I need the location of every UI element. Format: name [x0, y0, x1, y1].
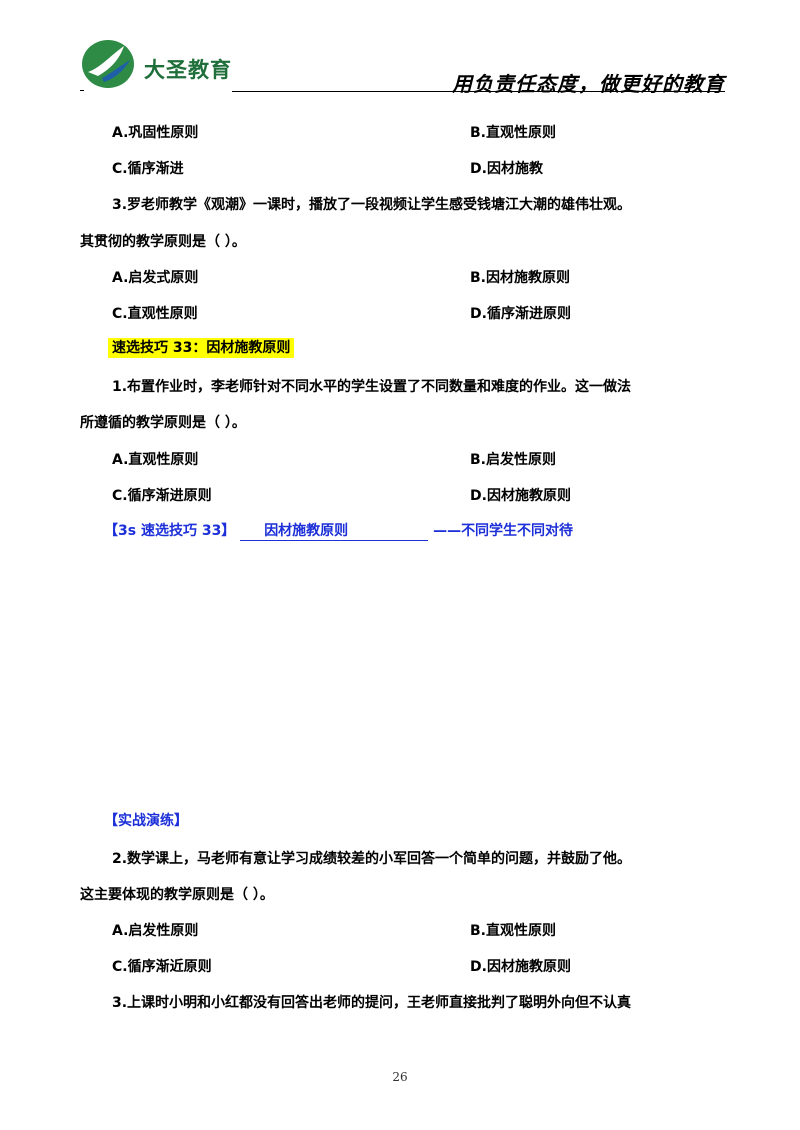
speed-tip-answer: 因材施教原则 — [240, 520, 429, 541]
speed-tip-note: ——不同学生不同对待 — [433, 523, 574, 539]
header-tick — [80, 90, 84, 91]
option-d: D.因材施教 — [470, 161, 543, 177]
option-c: C.循序渐进 — [112, 161, 184, 177]
section-heading: 速选技巧 33：因材施教原则 — [108, 337, 295, 358]
section-heading-text: 速选技巧 33：因材施教原则 — [108, 338, 295, 358]
speed-tip: 【3s 速选技巧 33】 因材施教原则 ——不同学生不同对待 — [104, 520, 573, 541]
option-d: D.因材施教原则 — [470, 959, 571, 975]
page-header: 大圣教育 用负责任态度，做更好的教育 — [80, 38, 725, 96]
header-rule — [232, 91, 725, 92]
header-slogan: 用负责任态度，做更好的教育 — [452, 72, 725, 96]
practice-heading: 【实战演练】 — [104, 813, 188, 829]
brand-name: 大圣教育 — [144, 58, 232, 82]
option-d: D.因材施教原则 — [470, 488, 571, 504]
question-3-line2: 其贯彻的教学原则是（ ）。 — [80, 234, 246, 250]
option-b: B.因材施教原则 — [470, 270, 570, 286]
speed-tip-label: 【3s 速选技巧 33】 — [104, 523, 236, 539]
option-a: A.启发性原则 — [112, 923, 199, 939]
logo-icon — [82, 40, 134, 88]
option-c: C.直观性原则 — [112, 306, 198, 322]
option-a: A.直观性原则 — [112, 452, 199, 468]
question-1-line1: 1.布置作业时，李老师针对不同水平的学生设置了不同数量和难度的作业。这一做法 — [112, 379, 632, 395]
option-a: A.巩固性原则 — [112, 125, 199, 141]
option-c: C.循序渐进原则 — [112, 488, 212, 504]
option-c: C.循序渐近原则 — [112, 959, 212, 975]
question-2-line2: 这主要体现的教学原则是（ ）。 — [80, 887, 274, 903]
option-b: B.直观性原则 — [470, 923, 556, 939]
question-3-line1: 3.罗老师教学《观潮》一课时，播放了一段视频让学生感受钱塘江大潮的雄伟壮观。 — [112, 197, 632, 213]
option-d: D.循序渐进原则 — [470, 306, 571, 322]
question-3-line1: 3.上课时小明和小红都没有回答出老师的提问，王老师直接批判了聪明外向但不认真 — [112, 995, 632, 1011]
page-number: 26 — [392, 1070, 408, 1084]
question-2-line1: 2.数学课上，马老师有意让学习成绩较差的小军回答一个简单的问题，并鼓励了他。 — [112, 851, 632, 867]
question-1-line2: 所遵循的教学原则是（ ）。 — [80, 415, 246, 431]
option-b: B.启发性原则 — [470, 452, 556, 468]
option-a: A.启发式原则 — [112, 270, 199, 286]
option-b: B.直观性原则 — [470, 125, 556, 141]
